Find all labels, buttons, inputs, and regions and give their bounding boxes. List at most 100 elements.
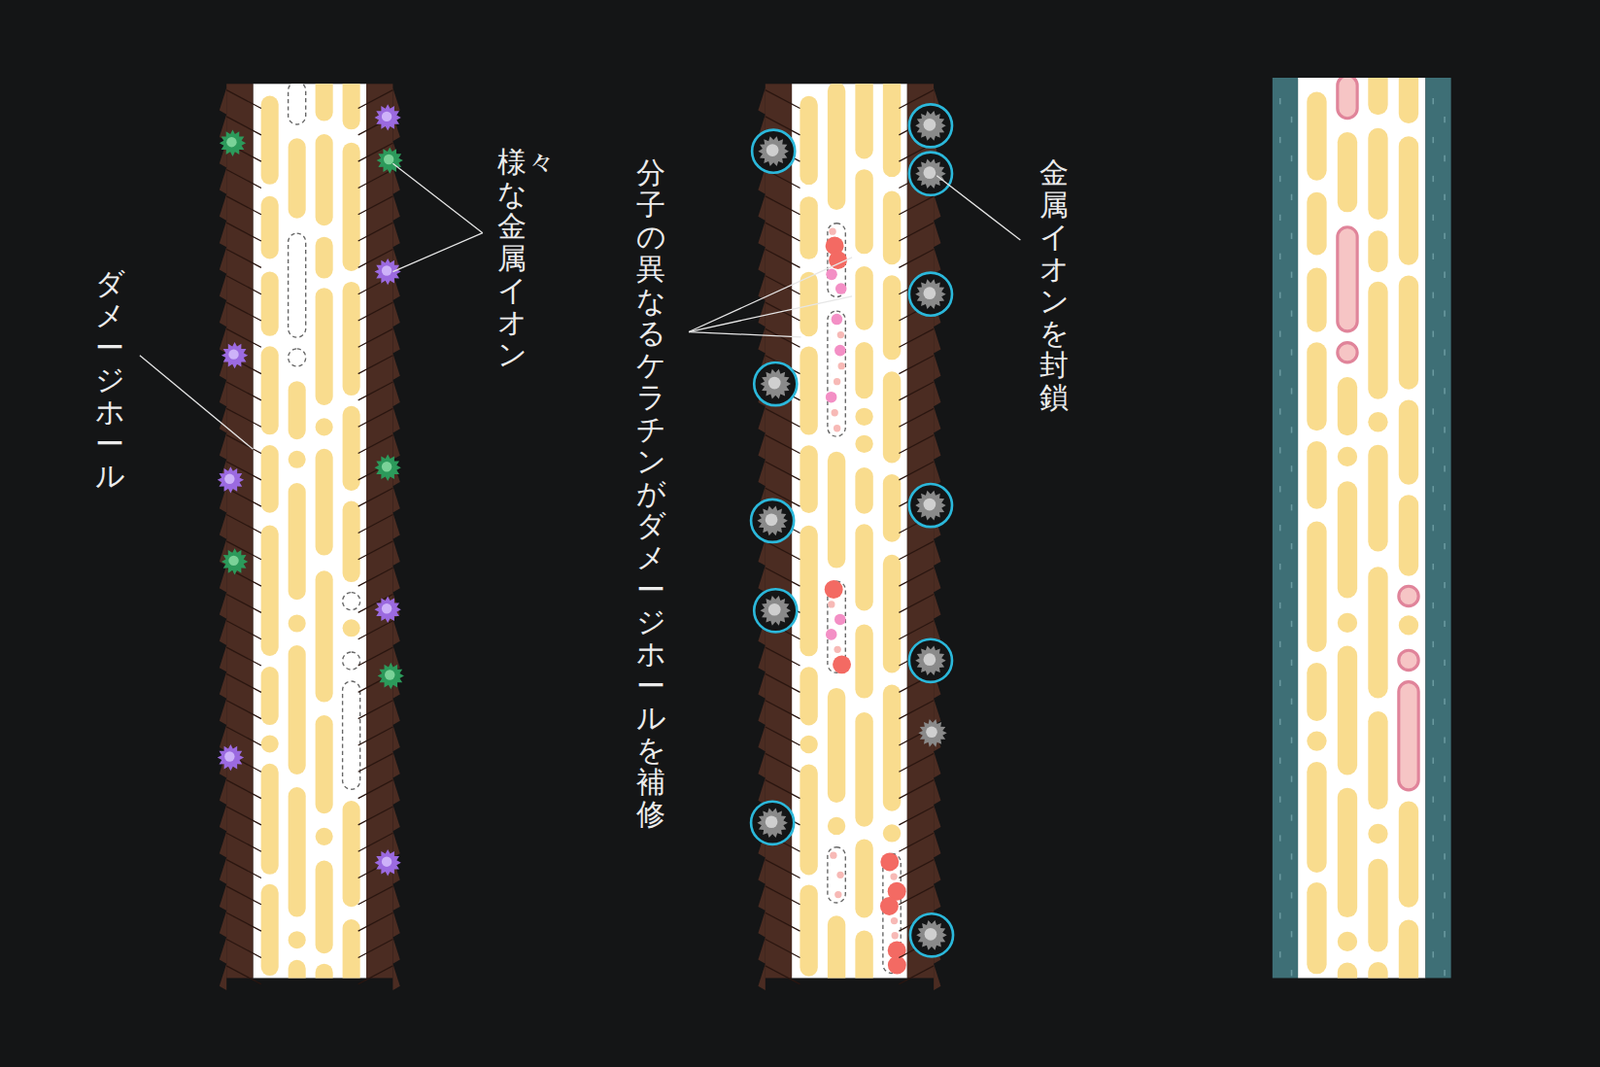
cuticle-line bbox=[226, 620, 262, 640]
damage-hole bbox=[342, 680, 361, 789]
keratin-molecule bbox=[833, 424, 841, 432]
keratin-fibre bbox=[1367, 961, 1388, 979]
keratin-fibre bbox=[288, 137, 307, 218]
cuticle-mark bbox=[1291, 116, 1294, 123]
keratin-molecule bbox=[887, 955, 907, 975]
cuticle-line bbox=[358, 832, 394, 852]
cuticle-line bbox=[765, 541, 801, 560]
cuticle-scale bbox=[757, 246, 765, 273]
cuticle-line bbox=[358, 965, 394, 985]
cuticle-line bbox=[358, 196, 394, 215]
keratin-fibre bbox=[288, 930, 307, 949]
cortex bbox=[1297, 77, 1426, 978]
keratin-fibre bbox=[883, 190, 901, 265]
cuticle-scale bbox=[933, 326, 941, 353]
cuticle-scale bbox=[219, 300, 227, 327]
keratin-fibre bbox=[827, 817, 846, 835]
cuticle-mark bbox=[1431, 136, 1434, 143]
cuticle-mark bbox=[1443, 659, 1446, 666]
keratin-molecule bbox=[825, 391, 838, 404]
metal-ion bbox=[916, 919, 948, 951]
leader-line bbox=[688, 257, 852, 333]
cuticle-mark bbox=[1291, 620, 1294, 627]
cuticle-scale bbox=[933, 246, 941, 273]
cuticle-line bbox=[358, 355, 394, 375]
cuticle-line bbox=[765, 912, 801, 931]
ion-highlight bbox=[765, 815, 779, 828]
cuticle-scale bbox=[933, 830, 941, 857]
keratin-fibre bbox=[1337, 612, 1358, 633]
keratin-fibre bbox=[827, 83, 846, 210]
cuticle-mark bbox=[1291, 194, 1294, 201]
cuticle-line bbox=[226, 302, 262, 321]
keratin-fibre bbox=[1367, 128, 1388, 220]
keratin-fibre bbox=[1367, 230, 1388, 273]
cuticle-scale bbox=[933, 194, 941, 221]
keratin-fibre bbox=[799, 346, 818, 436]
cuticle-line bbox=[226, 859, 262, 879]
cuticle-scale bbox=[933, 804, 941, 831]
keratin-fibre bbox=[1306, 441, 1327, 510]
keratin-fibre bbox=[854, 341, 873, 399]
cuticle-line bbox=[765, 646, 801, 666]
ion-highlight bbox=[768, 376, 782, 390]
cuticle-line bbox=[765, 328, 801, 347]
keratin-molecule bbox=[831, 408, 839, 416]
keratin-molecule bbox=[834, 613, 847, 626]
cuticle-line bbox=[358, 620, 394, 640]
cuticle-line bbox=[765, 196, 801, 215]
cuticle-line bbox=[226, 965, 262, 985]
metal-ion bbox=[915, 278, 947, 309]
keratin-fibre bbox=[1337, 787, 1358, 918]
cuticle-scale bbox=[392, 433, 400, 460]
metal-ion bbox=[376, 146, 404, 173]
cuticle-scale bbox=[219, 884, 227, 911]
cortex-fibres bbox=[799, 83, 906, 978]
cuticle-scale bbox=[219, 910, 227, 937]
metal-ion bbox=[915, 645, 947, 676]
keratin-fibre bbox=[1398, 136, 1419, 265]
cuticle-line bbox=[898, 381, 934, 401]
cuticle-line bbox=[898, 541, 934, 560]
cuticle-line bbox=[358, 700, 394, 719]
cuticle-line bbox=[226, 222, 262, 241]
cuticle-line bbox=[226, 885, 262, 905]
cuticle-scale bbox=[392, 167, 400, 194]
cuticle-scale bbox=[392, 220, 400, 247]
cuticle-mark bbox=[1291, 272, 1294, 278]
cuticle-mark bbox=[1443, 233, 1446, 239]
cuticle-line bbox=[898, 700, 934, 719]
ion-highlight bbox=[925, 726, 938, 739]
keratin-molecule bbox=[825, 628, 838, 641]
keratin-molecule bbox=[824, 579, 844, 599]
cuticle-mark bbox=[1431, 795, 1434, 802]
cuticle-mark bbox=[1443, 504, 1446, 511]
cuticle-line bbox=[765, 90, 801, 109]
cuticle-scale bbox=[392, 963, 400, 990]
cuticle-line bbox=[226, 700, 262, 719]
ion-highlight bbox=[923, 652, 937, 666]
cuticle-mark bbox=[1443, 194, 1446, 201]
keratin-fibre bbox=[261, 884, 279, 976]
keratin-fibre bbox=[854, 929, 873, 978]
cuticle-scale bbox=[219, 194, 227, 221]
keratin-fibre bbox=[799, 196, 818, 260]
cuticle-line bbox=[226, 90, 262, 109]
cuticle-line bbox=[765, 673, 801, 692]
cuticle-line bbox=[358, 646, 394, 666]
cuticle-line bbox=[358, 752, 394, 772]
leader-line bbox=[936, 175, 1021, 240]
cuticle-line bbox=[765, 248, 801, 268]
cuticle-scale bbox=[392, 750, 400, 778]
keratin-fibre bbox=[883, 823, 901, 842]
vertical-label: 金属イオンを封鎖 bbox=[1039, 156, 1069, 413]
keratin-fibre bbox=[1306, 91, 1327, 180]
cuticle-scale bbox=[219, 167, 227, 194]
metal-ion bbox=[915, 490, 947, 521]
cuticle-mark bbox=[1431, 834, 1434, 841]
repaired-fibre bbox=[1337, 227, 1358, 332]
cuticle-scale bbox=[392, 910, 400, 937]
sealing-ring bbox=[909, 103, 953, 147]
keratin-fibre bbox=[342, 501, 361, 583]
keratin-fibre bbox=[1367, 444, 1388, 552]
